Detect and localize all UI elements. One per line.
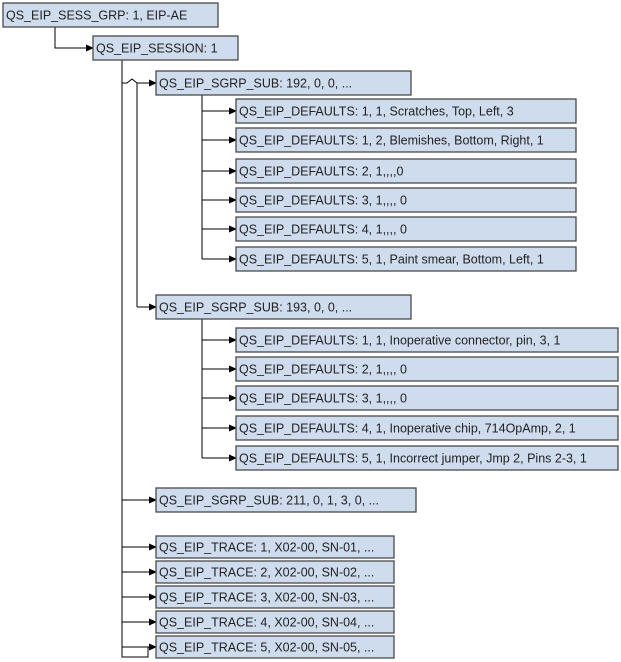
subgroup-2-default-1-box-label: QS_EIP_DEFAULTS: 1, 1, Inoperative conne… <box>239 334 561 348</box>
subgroup-1-record-box: QS_EIP_SGRP_SUB: 192, 0, 0, ... <box>155 70 412 96</box>
trace-5-box: QS_EIP_TRACE: 5, X02-00, SN-05, ... <box>155 635 395 659</box>
trace-5-box-label: QS_EIP_TRACE: 5, X02-00, SN-05, ... <box>159 641 374 655</box>
root-to-session-connector <box>54 27 94 52</box>
subgroup-2-record-box: QS_EIP_SGRP_SUB: 193, 0, 0, ... <box>155 294 412 320</box>
subgroup-1-connector <box>122 78 157 87</box>
subgroup-2-default-3-box-frame <box>235 385 619 411</box>
subgroup-1-record-box-label: QS_EIP_SGRP_SUB: 192, 0, 0, ... <box>159 77 352 91</box>
trace-3-box-label: QS_EIP_TRACE: 3, X02-00, SN-03, ... <box>159 591 374 605</box>
subgroup-2-default-4-box-frame <box>235 415 619 441</box>
trace-4-box-frame <box>155 610 395 634</box>
trace-4-box: QS_EIP_TRACE: 4, X02-00, SN-04, ... <box>155 610 395 634</box>
subgroup-1-default-6-box-label: QS_EIP_DEFAULTS: 5, 1, Paint smear, Bott… <box>239 253 544 267</box>
trace-1-box: QS_EIP_TRACE: 1, X02-00, SN-01, ... <box>155 535 395 559</box>
trace-4-box-label: QS_EIP_TRACE: 4, X02-00, SN-04, ... <box>159 616 374 630</box>
subgroup-1-default-2-box-label: QS_EIP_DEFAULTS: 1, 2, Blemishes, Bottom… <box>239 134 544 148</box>
subgroup-1-default-3-box: QS_EIP_DEFAULTS: 2, 1,,,,0 <box>235 158 577 184</box>
subgroup-2-default-2-box-label: QS_EIP_DEFAULTS: 2, 1,,,, 0 <box>239 363 407 377</box>
subgroup-3-record-box-frame <box>155 487 417 513</box>
subgroup-2-default-1-box: QS_EIP_DEFAULTS: 1, 1, Inoperative conne… <box>235 327 619 353</box>
subgroup-1-default-4-box-frame <box>235 187 577 213</box>
trace-2-box-label: QS_EIP_TRACE: 2, X02-00, SN-02, ... <box>159 566 374 580</box>
subgroup-1-default-3-box-label: QS_EIP_DEFAULTS: 2, 1,,,,0 <box>239 165 403 179</box>
subgroup-3-record-box: QS_EIP_SGRP_SUB: 211, 0, 1, 3, 0, ... <box>155 487 417 513</box>
subgroup-2-default-5-box: QS_EIP_DEFAULTS: 5, 1, Incorrect jumper,… <box>235 445 619 471</box>
subgroup-2-default-5-box-frame <box>235 445 619 471</box>
subgroup-1-default-4-box: QS_EIP_DEFAULTS: 3, 1,,,, 0 <box>235 187 577 213</box>
subgroup-1-default-3-box-frame <box>235 158 577 184</box>
subgroup-1-default-1-box-frame <box>235 98 577 124</box>
subgroup-1-record-box-frame <box>155 70 412 96</box>
subgroup-2-record-box-frame <box>155 294 412 320</box>
session-record-box: QS_EIP_SESSION: 1 <box>92 35 239 61</box>
trace-3-box-frame <box>155 585 395 609</box>
subgroup-1-default-6-box: QS_EIP_DEFAULTS: 5, 1, Paint smear, Bott… <box>235 246 577 272</box>
session-record-box-frame <box>92 35 239 61</box>
subgroup-1-default-6-box-frame <box>235 246 577 272</box>
subgroup-2-default-5-box-label: QS_EIP_DEFAULTS: 5, 1, Incorrect jumper,… <box>239 452 587 466</box>
subgroup-2-default-3-box: QS_EIP_DEFAULTS: 3, 1,,,, 0 <box>235 385 619 411</box>
trace-2-box-frame <box>155 560 395 584</box>
root-record-box-label: QS_EIP_SESS_GRP: 1, EIP-AE <box>6 9 187 23</box>
subgroup-2-default-4-box: QS_EIP_DEFAULTS: 4, 1, Inoperative chip,… <box>235 415 619 441</box>
subgroup-1-default-1-box: QS_EIP_DEFAULTS: 1, 1, Scratches, Top, L… <box>235 98 577 124</box>
subgroup-1-default-4-box-label: QS_EIP_DEFAULTS: 3, 1,,,, 0 <box>239 194 407 208</box>
subgroup-1-default-2-box-frame <box>235 127 577 153</box>
bottom-loop-connector <box>121 647 149 658</box>
trace-2-box: QS_EIP_TRACE: 2, X02-00, SN-02, ... <box>155 560 395 584</box>
subgroup-2-default-1-box-frame <box>235 327 619 353</box>
subgroup-2-default-2-box: QS_EIP_DEFAULTS: 2, 1,,,, 0 <box>235 356 619 382</box>
connector-lines <box>54 27 237 658</box>
subgroup-1-default-1-box-label: QS_EIP_DEFAULTS: 1, 1, Scratches, Top, L… <box>239 105 514 119</box>
subgroup-2-default-4-box-label: QS_EIP_DEFAULTS: 4, 1, Inoperative chip,… <box>239 422 576 436</box>
subgroup-1-default-5-box: QS_EIP_DEFAULTS: 4, 1,,,, 0 <box>235 216 577 242</box>
trace-1-box-frame <box>155 535 395 559</box>
trace-1-box-label: QS_EIP_TRACE: 1, X02-00, SN-01, ... <box>159 541 374 555</box>
subgroup-1-default-5-box-frame <box>235 216 577 242</box>
subgroup-3-record-box-label: QS_EIP_SGRP_SUB: 211, 0, 1, 3, 0, ... <box>159 494 379 508</box>
subgroup-1-default-5-box-label: QS_EIP_DEFAULTS: 4, 1,,,, 0 <box>239 223 407 237</box>
subgroup-2-default-3-box-label: QS_EIP_DEFAULTS: 3, 1,,,, 0 <box>239 392 407 406</box>
subgroup-2-default-2-box-frame <box>235 356 619 382</box>
root-record-box-frame <box>2 2 219 28</box>
subgroup-2-record-box-label: QS_EIP_SGRP_SUB: 193, 0, 0, ... <box>159 301 352 315</box>
trace-3-box: QS_EIP_TRACE: 3, X02-00, SN-03, ... <box>155 585 395 609</box>
subgroup-1-default-2-box: QS_EIP_DEFAULTS: 1, 2, Blemishes, Bottom… <box>235 127 577 153</box>
session-record-box-label: QS_EIP_SESSION: 1 <box>96 42 218 56</box>
root-record-box: QS_EIP_SESS_GRP: 1, EIP-AE <box>2 2 219 28</box>
trace-5-box-frame <box>155 635 395 659</box>
